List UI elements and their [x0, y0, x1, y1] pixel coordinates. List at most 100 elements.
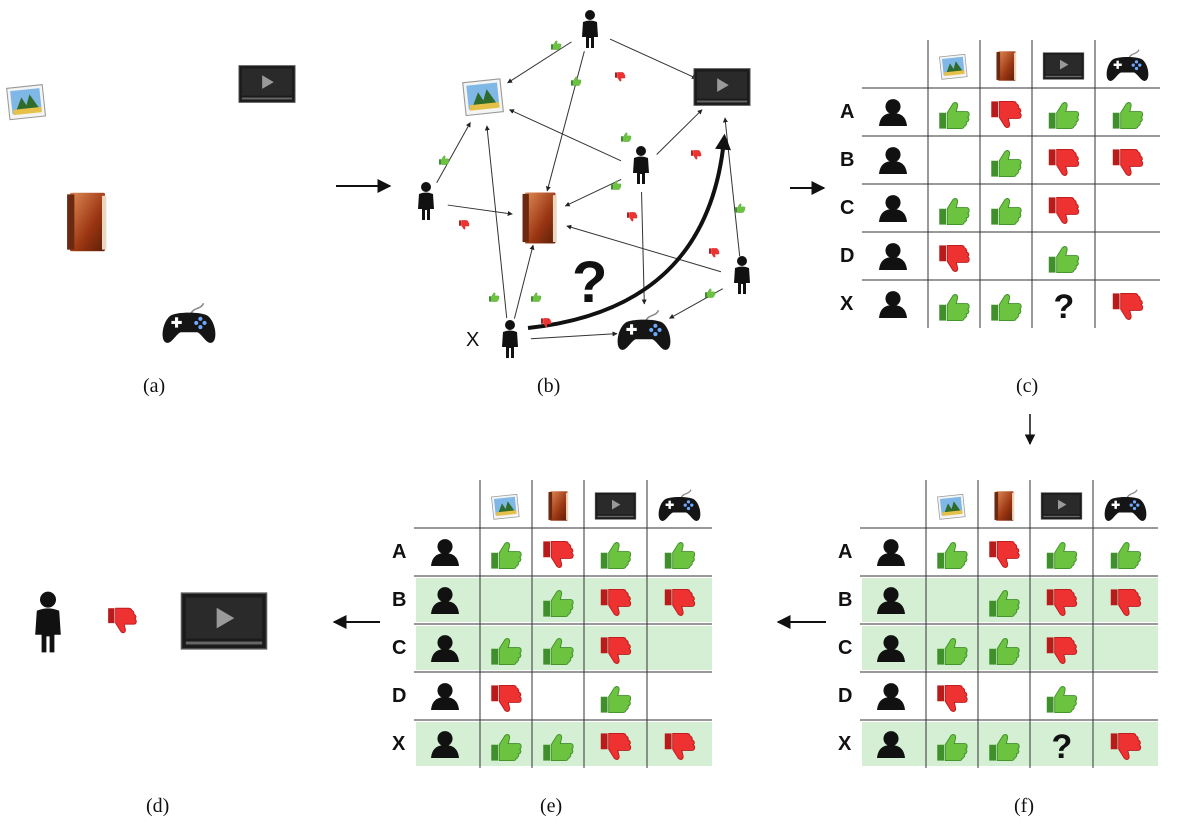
- person-icon: [35, 591, 61, 653]
- row-label: B: [838, 589, 852, 611]
- thumbs-up-icon: [620, 132, 632, 142]
- graph-edge: [508, 109, 622, 162]
- thumbs-up-icon: [990, 294, 1022, 322]
- thumbs-down-icon: [988, 540, 1020, 568]
- thumbs-down-icon: [1112, 148, 1144, 176]
- panel-d: (d): [35, 591, 268, 817]
- photo-icon: [491, 493, 520, 520]
- thumbs-down-icon: [107, 607, 137, 634]
- thumbs-up-icon: [990, 150, 1022, 178]
- person-icon: [582, 10, 598, 48]
- thumbs-down-icon: [690, 150, 702, 160]
- graph-edge: [484, 125, 508, 319]
- row-label: C: [840, 197, 854, 219]
- video-icon: [238, 65, 296, 103]
- graph-edge: [513, 244, 535, 319]
- thumbs-up-icon: [1110, 542, 1142, 570]
- photo-icon: [939, 53, 968, 80]
- row-label: A: [838, 541, 852, 563]
- thumbs-up-icon: [610, 180, 622, 190]
- thumbs-up-icon: [938, 102, 970, 130]
- person-icon: [502, 320, 518, 358]
- thumbs-up-icon: [530, 292, 542, 302]
- row-label: X: [838, 733, 852, 755]
- photo-icon: [6, 84, 46, 121]
- caption-c: (c): [1016, 375, 1038, 397]
- graph-edge: [722, 117, 741, 257]
- user-icon: [431, 683, 459, 710]
- graph-edge: [609, 38, 697, 79]
- caption-a: (a): [143, 375, 165, 397]
- thumbs-up-icon: [704, 288, 716, 298]
- thumbs-down-icon: [708, 248, 720, 258]
- row-label: B: [840, 149, 854, 171]
- gamepad-icon: [161, 302, 217, 344]
- thumbs-up-icon: [1048, 102, 1080, 130]
- gamepad-icon: [658, 489, 701, 522]
- thumbs-up-icon: [664, 542, 696, 570]
- thumbs-down-icon: [1112, 292, 1144, 320]
- question-mark: ?: [1054, 288, 1075, 326]
- prediction-arrow: [527, 133, 731, 330]
- row-label: C: [838, 637, 852, 659]
- user-icon: [431, 539, 459, 566]
- thumbs-down-icon: [542, 540, 574, 568]
- thumbs-up-icon: [488, 292, 500, 302]
- graph-edge: [545, 51, 585, 192]
- book-icon: [996, 51, 1017, 81]
- graph-edge: [530, 331, 618, 340]
- thumbs-up-icon: [938, 198, 970, 226]
- caption-b: (b): [537, 375, 560, 397]
- video-icon: [693, 68, 751, 106]
- thumbs-up-icon: [600, 686, 632, 714]
- row-label: X: [840, 293, 854, 315]
- graph-edge: [436, 122, 471, 184]
- thumbs-up-icon: [990, 198, 1022, 226]
- thumbs-up-icon: [570, 76, 582, 86]
- user-icon: [877, 683, 905, 710]
- thumbs-down-icon: [490, 684, 522, 712]
- thumbs-up-icon: [600, 542, 632, 570]
- thumbs-down-icon: [626, 212, 638, 222]
- panel-a: (a): [6, 65, 296, 397]
- thumbs-up-icon: [550, 40, 562, 50]
- caption-f: (f): [1014, 795, 1034, 817]
- question-mark: ?: [1052, 728, 1073, 766]
- row-label: B: [392, 589, 406, 611]
- gamepad-icon: [1104, 489, 1147, 522]
- thumbs-down-icon: [990, 100, 1022, 128]
- row-label: X: [392, 733, 406, 755]
- thumbs-up-icon: [1046, 686, 1078, 714]
- row-label: A: [840, 101, 854, 123]
- gamepad-icon: [616, 309, 672, 351]
- row-label: C: [392, 637, 406, 659]
- row-label: D: [392, 685, 406, 707]
- thumbs-up-icon: [490, 542, 522, 570]
- row-label: D: [840, 245, 854, 267]
- thumbs-down-icon: [936, 684, 968, 712]
- user-icon: [879, 99, 907, 126]
- table-c: A B C D X?: [840, 40, 1160, 328]
- caption-e: (e): [540, 795, 562, 817]
- thumbs-down-icon: [938, 244, 970, 272]
- graph-edge: [566, 224, 722, 273]
- book-icon: [522, 192, 557, 244]
- book-icon: [67, 192, 107, 252]
- thumbs-up-icon: [1046, 542, 1078, 570]
- thumbs-down-icon: [1048, 148, 1080, 176]
- video-icon: [180, 592, 268, 650]
- photo-icon: [462, 78, 504, 117]
- book-icon: [548, 491, 569, 521]
- panel-b: ?X(b): [418, 10, 751, 397]
- user-icon: [877, 539, 905, 566]
- user-icon: [879, 291, 907, 318]
- graph-edge: [641, 191, 647, 305]
- thumbs-up-icon: [1048, 246, 1080, 274]
- question-mark: ?: [572, 250, 607, 315]
- thumbs-down-icon: [458, 220, 470, 230]
- person-icon: [418, 182, 434, 220]
- graph-edge: [447, 204, 513, 216]
- thumbs-up-icon: [936, 542, 968, 570]
